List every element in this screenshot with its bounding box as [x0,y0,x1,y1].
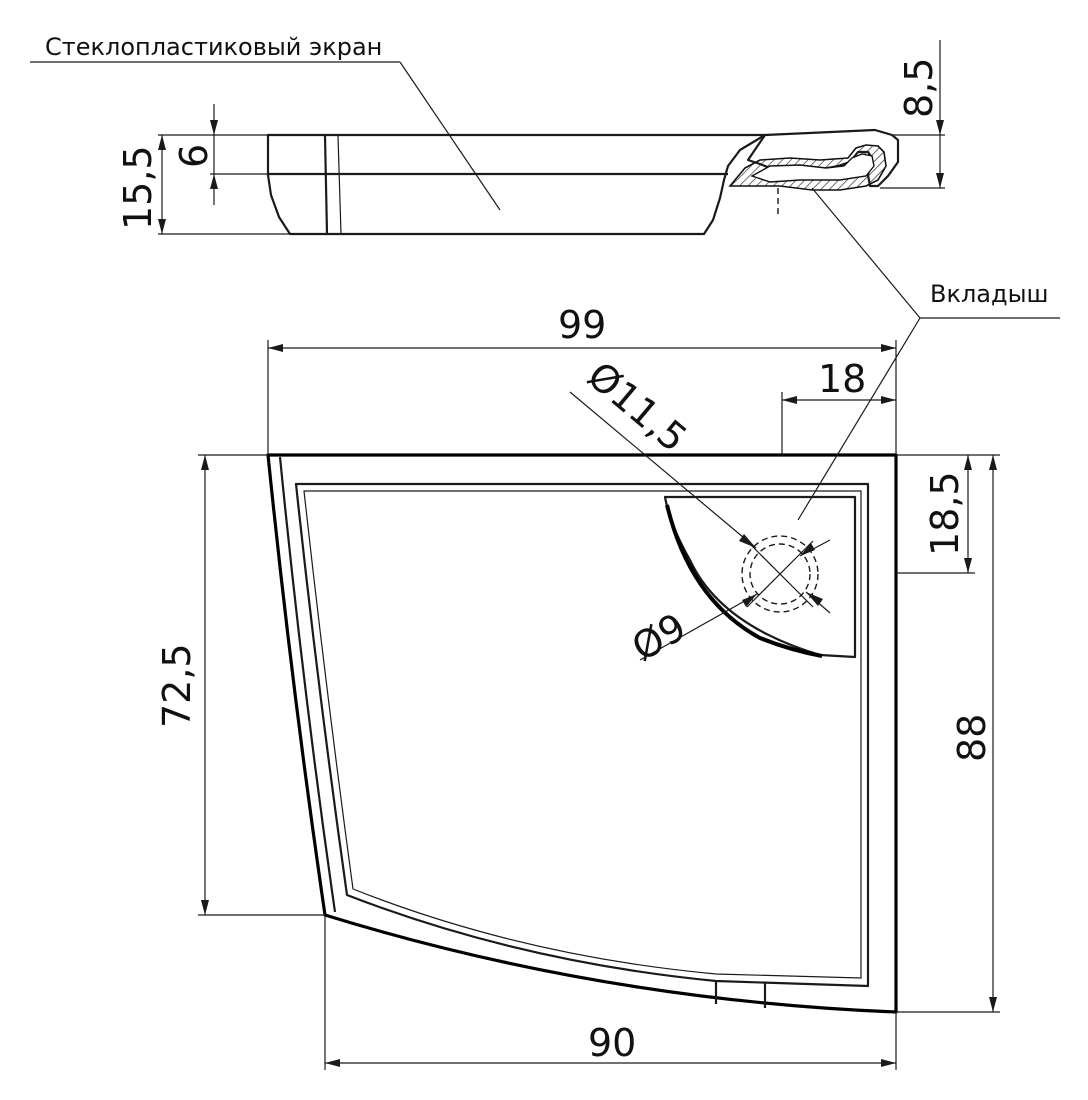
dim-width-corner-label: 18 [818,357,866,401]
dim-right-side-label: 88 [950,714,994,762]
tray-inner-rim-2 [303,490,862,979]
side-view-body [266,133,767,236]
tray-outer-outline [266,453,898,1014]
dim-height-total-label: 15,5 [116,145,160,230]
side-view-edge-line-2 [337,135,342,235]
drain [741,535,819,613]
screen-label: Стеклопластиковый экран [45,33,382,61]
dim-height-total: 15,5 [116,134,290,235]
side-view: 15,5 6 8,5 Стеклопластиковый экран [30,33,945,236]
insert-inner [750,153,875,183]
dim-corner-depth-label: 18,5 [923,471,967,556]
tray-inner-rim [294,482,870,988]
screen-leader: Стеклопластиковый экран [30,33,501,211]
dim-height-right-label: 8,5 [897,58,941,118]
dim-width-corner: 18 [781,357,896,455]
corner-insert-thick-arc [665,504,823,658]
dim-corner-depth: 18,5 [896,454,975,574]
dim-height-right: 8,5 [880,40,945,189]
dim-drain-inner-label: Ø9 [625,605,694,670]
corner-insert [663,495,857,659]
dim-width-top: 99 [267,303,897,455]
dim-left-side-label: 72,5 [155,643,199,728]
dim-drain-outer-label: Ø11,5 [579,353,695,460]
dim-left-side: 72,5 [155,454,325,916]
dim-height-rim-label: 6 [172,144,216,168]
tray-outer-edge [278,456,337,913]
dim-width-bottom: 90 [324,915,897,1070]
top-view: Ø11,5 Ø9 Вкладыш 99 [155,187,1060,1070]
insert-leader: Вкладыш [797,187,1060,521]
side-view-edge-line [323,135,329,235]
dim-width-bottom-label: 90 [588,1021,636,1065]
dim-width-top-label: 99 [558,303,606,347]
drain-outer-circle [741,535,819,613]
dim-height-rim: 6 [172,104,268,205]
insert-label: Вкладыш [930,280,1049,308]
dim-right-side: 88 [896,454,1000,1013]
drain-inner-circle [749,543,811,605]
